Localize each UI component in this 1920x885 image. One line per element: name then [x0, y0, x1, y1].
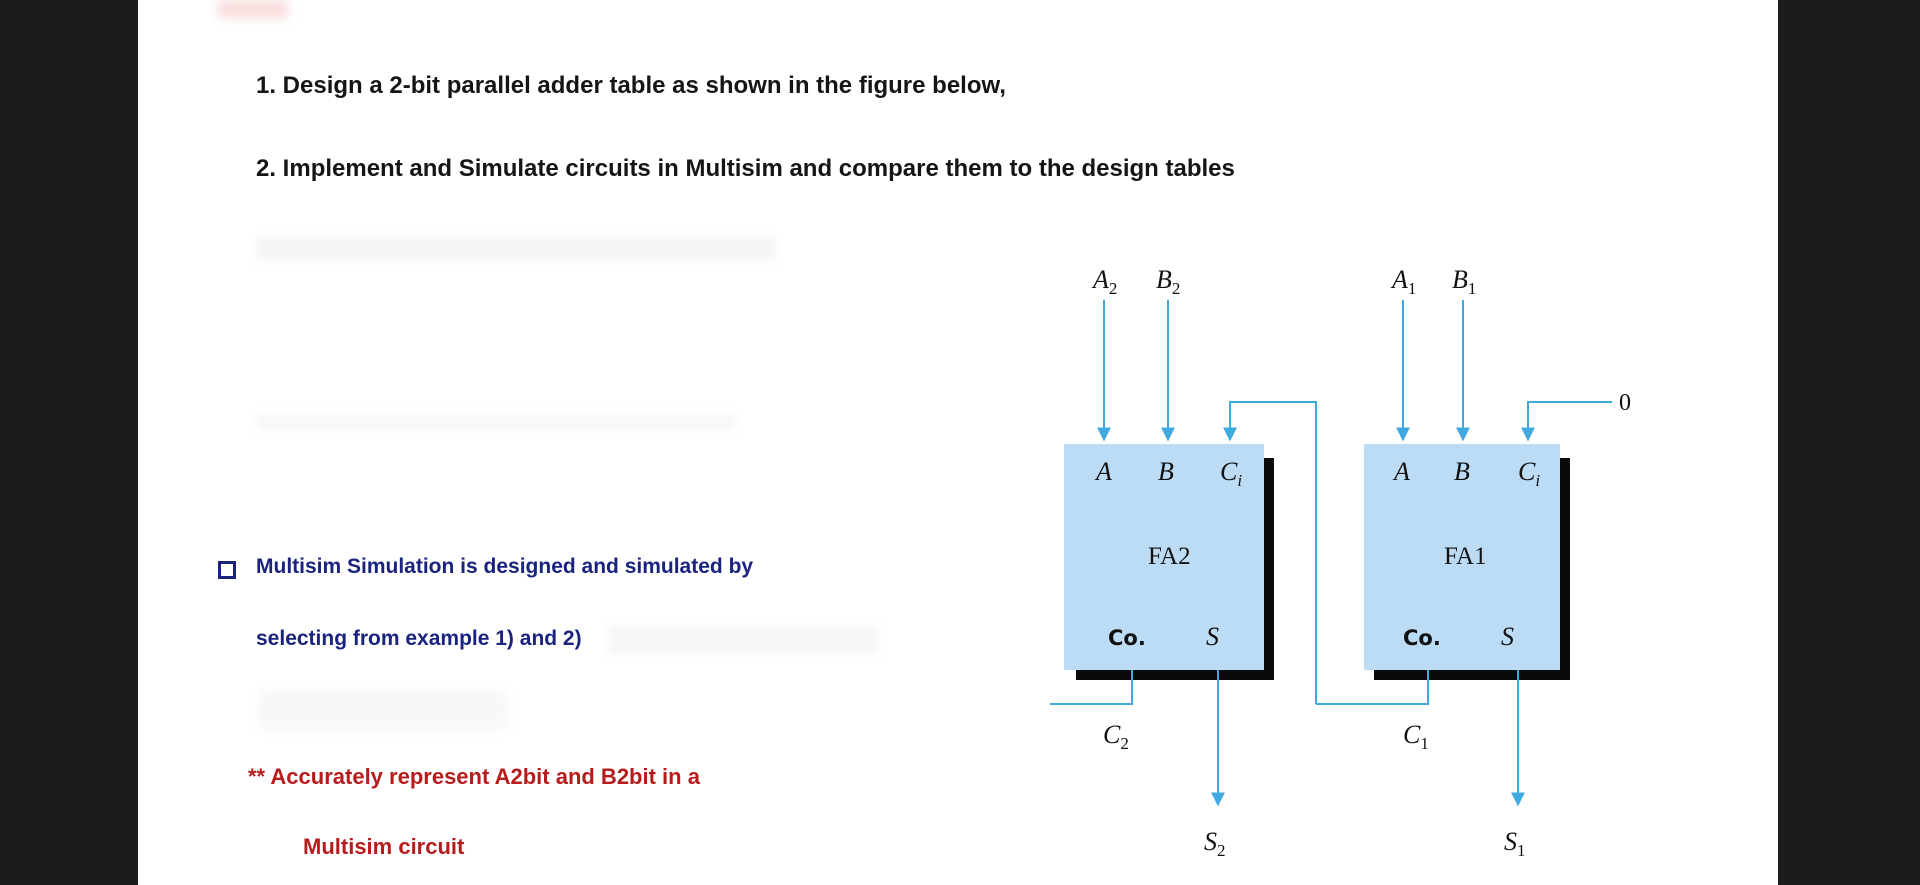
fa1-input-b-label: B1: [1452, 265, 1476, 298]
document-page: 1. Design a 2-bit parallel adder table a…: [138, 0, 1778, 885]
fa1-pin-ci-label: Ci: [1518, 457, 1540, 490]
fa1-block-name: FA1: [1444, 543, 1487, 570]
fa2-carry-out-wire: [1050, 670, 1133, 705]
checkbox-icon[interactable]: [218, 561, 236, 579]
fa2-block-name: FA2: [1148, 543, 1191, 570]
fa2-block: [1064, 444, 1264, 670]
fa1-carry-in-wire: [1521, 401, 1612, 442]
fa1-pin-a-label: A: [1392, 457, 1410, 486]
note-line-1: Multisim Simulation is designed and simu…: [256, 555, 754, 578]
fa1-pin-s-label: S: [1501, 622, 1514, 651]
fa2-pin-b-label: B: [1158, 457, 1174, 486]
warning-line-1: ** Accurately represent A2bit and B2bit …: [248, 764, 700, 789]
fa2-pin-a-label: A: [1094, 457, 1112, 486]
fa1-carry-in-value: 0: [1619, 390, 1631, 416]
fa1-carry-out-wire: [1316, 670, 1429, 705]
fa2-sum-name: S2: [1204, 827, 1226, 860]
fa1-carry-out-name: C1: [1403, 720, 1429, 753]
question-2: 2. Implement and Simulate circuits in Mu…: [256, 155, 1235, 182]
note-line-2: selecting from example 1) and 2): [256, 627, 582, 650]
faded-text-line: [256, 238, 776, 260]
fa2-input-a-label: A2: [1091, 265, 1117, 298]
fa2-input-b-label: B2: [1156, 265, 1180, 298]
fa1-block: [1364, 444, 1560, 670]
warning-line-2: Multisim circuit: [303, 834, 465, 859]
parallel-adder-diagram: A2 B2 C2 S2 A B Ci FA2 Co. S A1 B1 0 C1 …: [1050, 265, 1631, 860]
faded-header-mark: [218, 0, 288, 18]
fa2-carry-in-wire: [1223, 401, 1317, 704]
fa1-sum-name: S1: [1504, 827, 1526, 860]
faded-text-line: [256, 415, 736, 431]
faded-text-line: [608, 625, 878, 655]
question-1: 1. Design a 2-bit parallel adder table a…: [256, 72, 1006, 99]
fa2-pin-ci-label: Ci: [1220, 457, 1242, 490]
faded-text-line: [258, 690, 508, 730]
fa2-pin-s-label: S: [1206, 622, 1219, 651]
fa1-input-a-label: A1: [1390, 265, 1416, 298]
fa2-pin-co-label: Co.: [1108, 626, 1146, 650]
fa2-carry-out-name: C2: [1103, 720, 1129, 753]
fa1-pin-b-label: B: [1454, 457, 1470, 486]
fa1-pin-co-label: Co.: [1403, 626, 1441, 650]
